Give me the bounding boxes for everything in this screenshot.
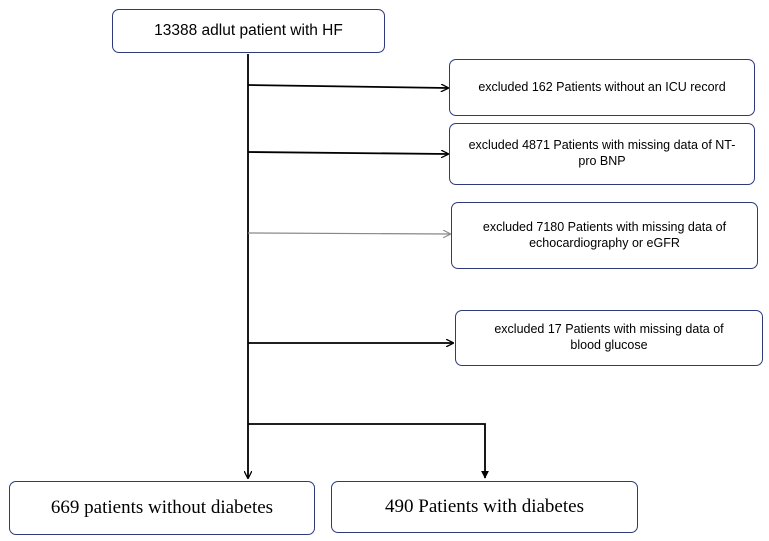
outcome-box-without-diabetes: 669 patients without diabetes — [9, 481, 315, 535]
exclusion-box-4: excluded 17 Patients with missing data o… — [455, 310, 763, 366]
exclusion-box-2-text: excluded 4871 Patients with missing data… — [468, 138, 736, 168]
branch-to-diabetes — [248, 423, 489, 479]
outcome-box-with-diabetes-text: 490 Patients with diabetes — [385, 496, 584, 518]
arrow-exclusion-1 — [247, 85, 448, 88]
exclusion-box-4-text: excluded 17 Patients with missing data o… — [494, 322, 724, 352]
exclusion-box-2: excluded 4871 Patients with missing data… — [449, 123, 755, 185]
outcome-box-without-diabetes-text: 669 patients without diabetes — [50, 497, 274, 519]
start-box: 13388 adlut patient with HF — [112, 9, 385, 53]
arrow-exclusion-2 — [247, 152, 448, 154]
arrow-exclusion-3 — [247, 233, 450, 234]
start-box-text: 13388 adlut patient with HF — [154, 22, 343, 40]
exclusion-box-1-text: excluded 162 Patients without an ICU rec… — [478, 79, 726, 94]
exclusion-box-1: excluded 162 Patients without an ICU rec… — [449, 59, 755, 116]
exclusion-box-3-text: excluded 7180 Patients with missing data… — [482, 219, 727, 250]
outcome-box-with-diabetes: 490 Patients with diabetes — [331, 481, 638, 533]
exclusion-box-3: excluded 7180 Patients with missing data… — [451, 202, 758, 269]
